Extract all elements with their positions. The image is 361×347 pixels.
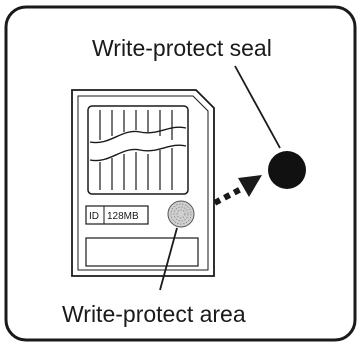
- card-body: [71, 89, 215, 277]
- card-capacity-text: 128MB: [107, 211, 139, 222]
- card-id-label: ID 128MB: [85, 205, 149, 225]
- card-contacts: [87, 105, 189, 195]
- seal-label: Write-protect seal: [92, 35, 272, 61]
- area-leader-line: [159, 227, 178, 291]
- write-protect-seal: [268, 151, 306, 189]
- card-id-text: ID: [89, 211, 99, 222]
- smartmedia-card: ID 128MB: [71, 89, 215, 277]
- outer-frame: [4, 5, 357, 342]
- write-protect-area: [167, 200, 195, 228]
- dashed-arrow-icon: [203, 175, 262, 211]
- seal-leader-line: [234, 65, 281, 149]
- card-bottom-panel: [85, 237, 199, 267]
- card-inner-border: [77, 95, 209, 271]
- area-label: Write-protect area: [62, 301, 246, 327]
